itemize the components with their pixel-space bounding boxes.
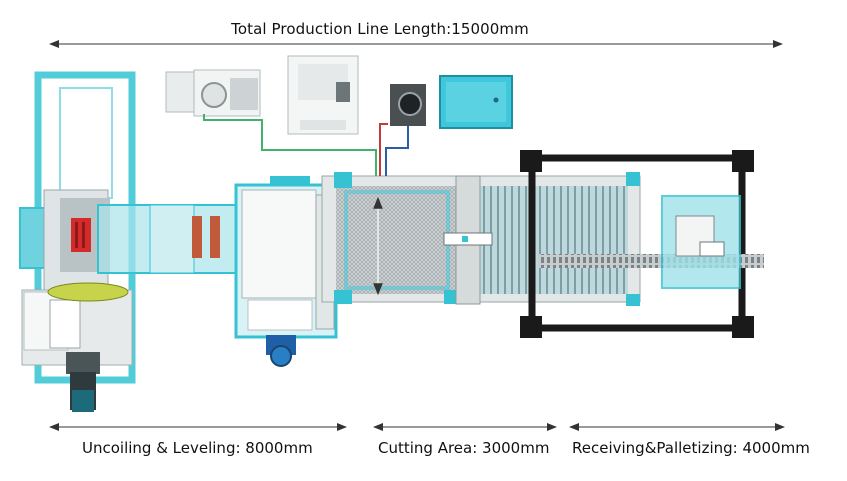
uncoiling-leveling-label: Uncoiling & Leveling: 8000mm: [82, 439, 313, 457]
connection-cables: [203, 114, 409, 176]
cutting-bed: [321, 172, 641, 306]
cutting-area-label: Cutting Area: 3000mm: [378, 439, 550, 457]
uncoiler-motor-unit: [21, 282, 133, 412]
total-length-title: Total Production Line Length:15000mm: [231, 20, 529, 38]
receiving-palletizing-label: Receiving&Palletizing: 4000mm: [572, 439, 810, 457]
electrical-box: [439, 75, 513, 129]
leveler-feed-section: [97, 204, 239, 274]
laser-source-unit: [390, 84, 426, 126]
chiller-unit: [165, 69, 261, 117]
receiving-gantry: [520, 150, 764, 338]
leveling-machine: [234, 176, 338, 367]
control-cabinet: [287, 55, 359, 135]
